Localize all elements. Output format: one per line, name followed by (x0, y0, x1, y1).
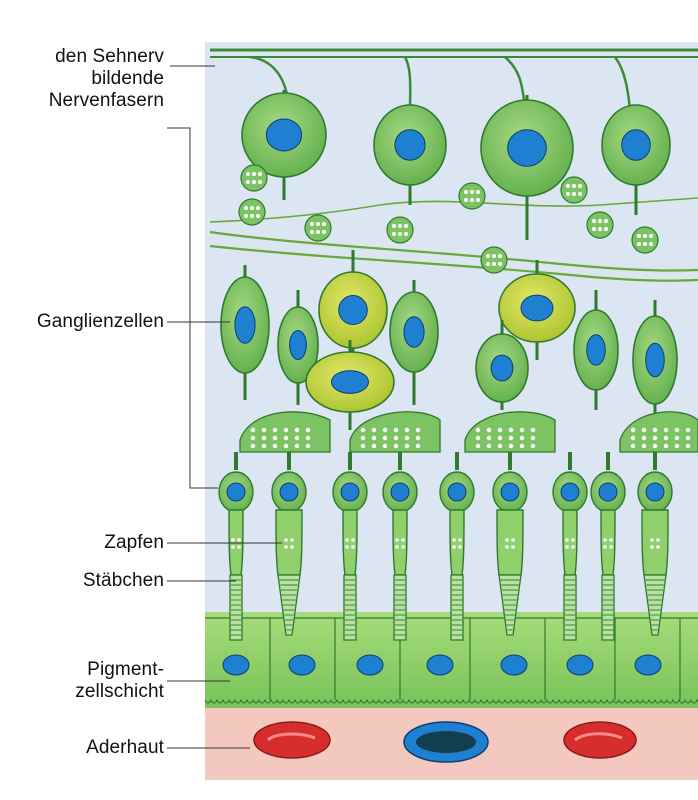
label-pigment-line-1: Pigment- (87, 659, 164, 680)
nucleus (560, 482, 580, 502)
photoreceptor-cells (218, 452, 673, 641)
nucleus (331, 370, 369, 394)
label-choroid: Aderhaut (86, 737, 164, 758)
nucleus (234, 306, 256, 344)
nucleus (507, 129, 547, 167)
label-optic-line-3: Nervenfasern (48, 90, 164, 111)
label-rods: Stäbchen (82, 570, 164, 591)
cell (480, 95, 574, 240)
label-optic-line-2: bildende (91, 68, 164, 89)
cell (632, 300, 678, 415)
nucleus (265, 118, 303, 152)
cone-cell (492, 452, 528, 636)
cell (318, 250, 388, 380)
nucleus (598, 482, 618, 502)
leader-lines (167, 65, 282, 749)
label-optic-nerve-fibers: den Sehnerv bildende Nervenfasern (49, 46, 164, 112)
pigment-nucleus (500, 654, 528, 676)
label-cones: Zapfen (104, 532, 164, 553)
nucleus (340, 482, 360, 502)
nucleus (490, 354, 514, 382)
nucleus (390, 482, 410, 502)
nucleus (586, 334, 606, 366)
rod-cell (439, 452, 475, 641)
synapse-cluster (631, 226, 659, 254)
synapse-cluster (304, 214, 332, 242)
label-pigment-line-2: zellschicht (75, 681, 164, 702)
rod-cell (382, 452, 418, 641)
label-ganglion-cells: Ganglienzellen (36, 311, 164, 332)
cell (305, 340, 395, 430)
synapse-cluster (480, 246, 508, 274)
ganglion-cells (220, 90, 678, 430)
blood-cells (253, 721, 637, 763)
synapse-cluster (458, 182, 486, 210)
nucleus (226, 482, 246, 502)
synapse-cluster (386, 216, 414, 244)
pigment-nucleus (426, 654, 454, 676)
cell (498, 260, 576, 360)
cone-cell (271, 452, 307, 636)
nucleus (621, 129, 651, 161)
cell (389, 280, 439, 405)
label-pigment-layer: Pigment- zellschicht (75, 659, 164, 703)
nucleus (403, 316, 425, 348)
nucleus (645, 482, 665, 502)
synapse-cluster (586, 211, 614, 239)
synapse-cluster (238, 198, 266, 226)
label-optic-line-1: den Sehnerv (55, 46, 164, 67)
pigment-nucleus (222, 654, 250, 676)
cell (601, 104, 671, 215)
synapse-cluster (560, 176, 588, 204)
cell (573, 290, 619, 410)
nucleus (447, 482, 467, 502)
pigment-nucleus (356, 654, 384, 676)
cell (475, 320, 529, 410)
pigment-nucleus (634, 654, 662, 676)
pigment-nucleus (566, 654, 594, 676)
pigment-nucleus (288, 654, 316, 676)
nucleus (500, 482, 520, 502)
rod-cell (552, 452, 588, 641)
nucleus (394, 129, 426, 161)
cell (220, 265, 270, 400)
nucleus (520, 294, 554, 322)
bipolar-cells (238, 164, 659, 274)
cell (241, 90, 327, 200)
rod-cell (332, 452, 368, 641)
cell (277, 290, 319, 405)
cell (373, 104, 447, 205)
nucleus (645, 342, 665, 378)
cone-cell (637, 452, 673, 636)
nucleus (289, 330, 307, 360)
nucleus (279, 482, 299, 502)
nucleus (338, 295, 368, 325)
rod-cell (590, 452, 626, 641)
synapse-cluster (240, 164, 268, 192)
